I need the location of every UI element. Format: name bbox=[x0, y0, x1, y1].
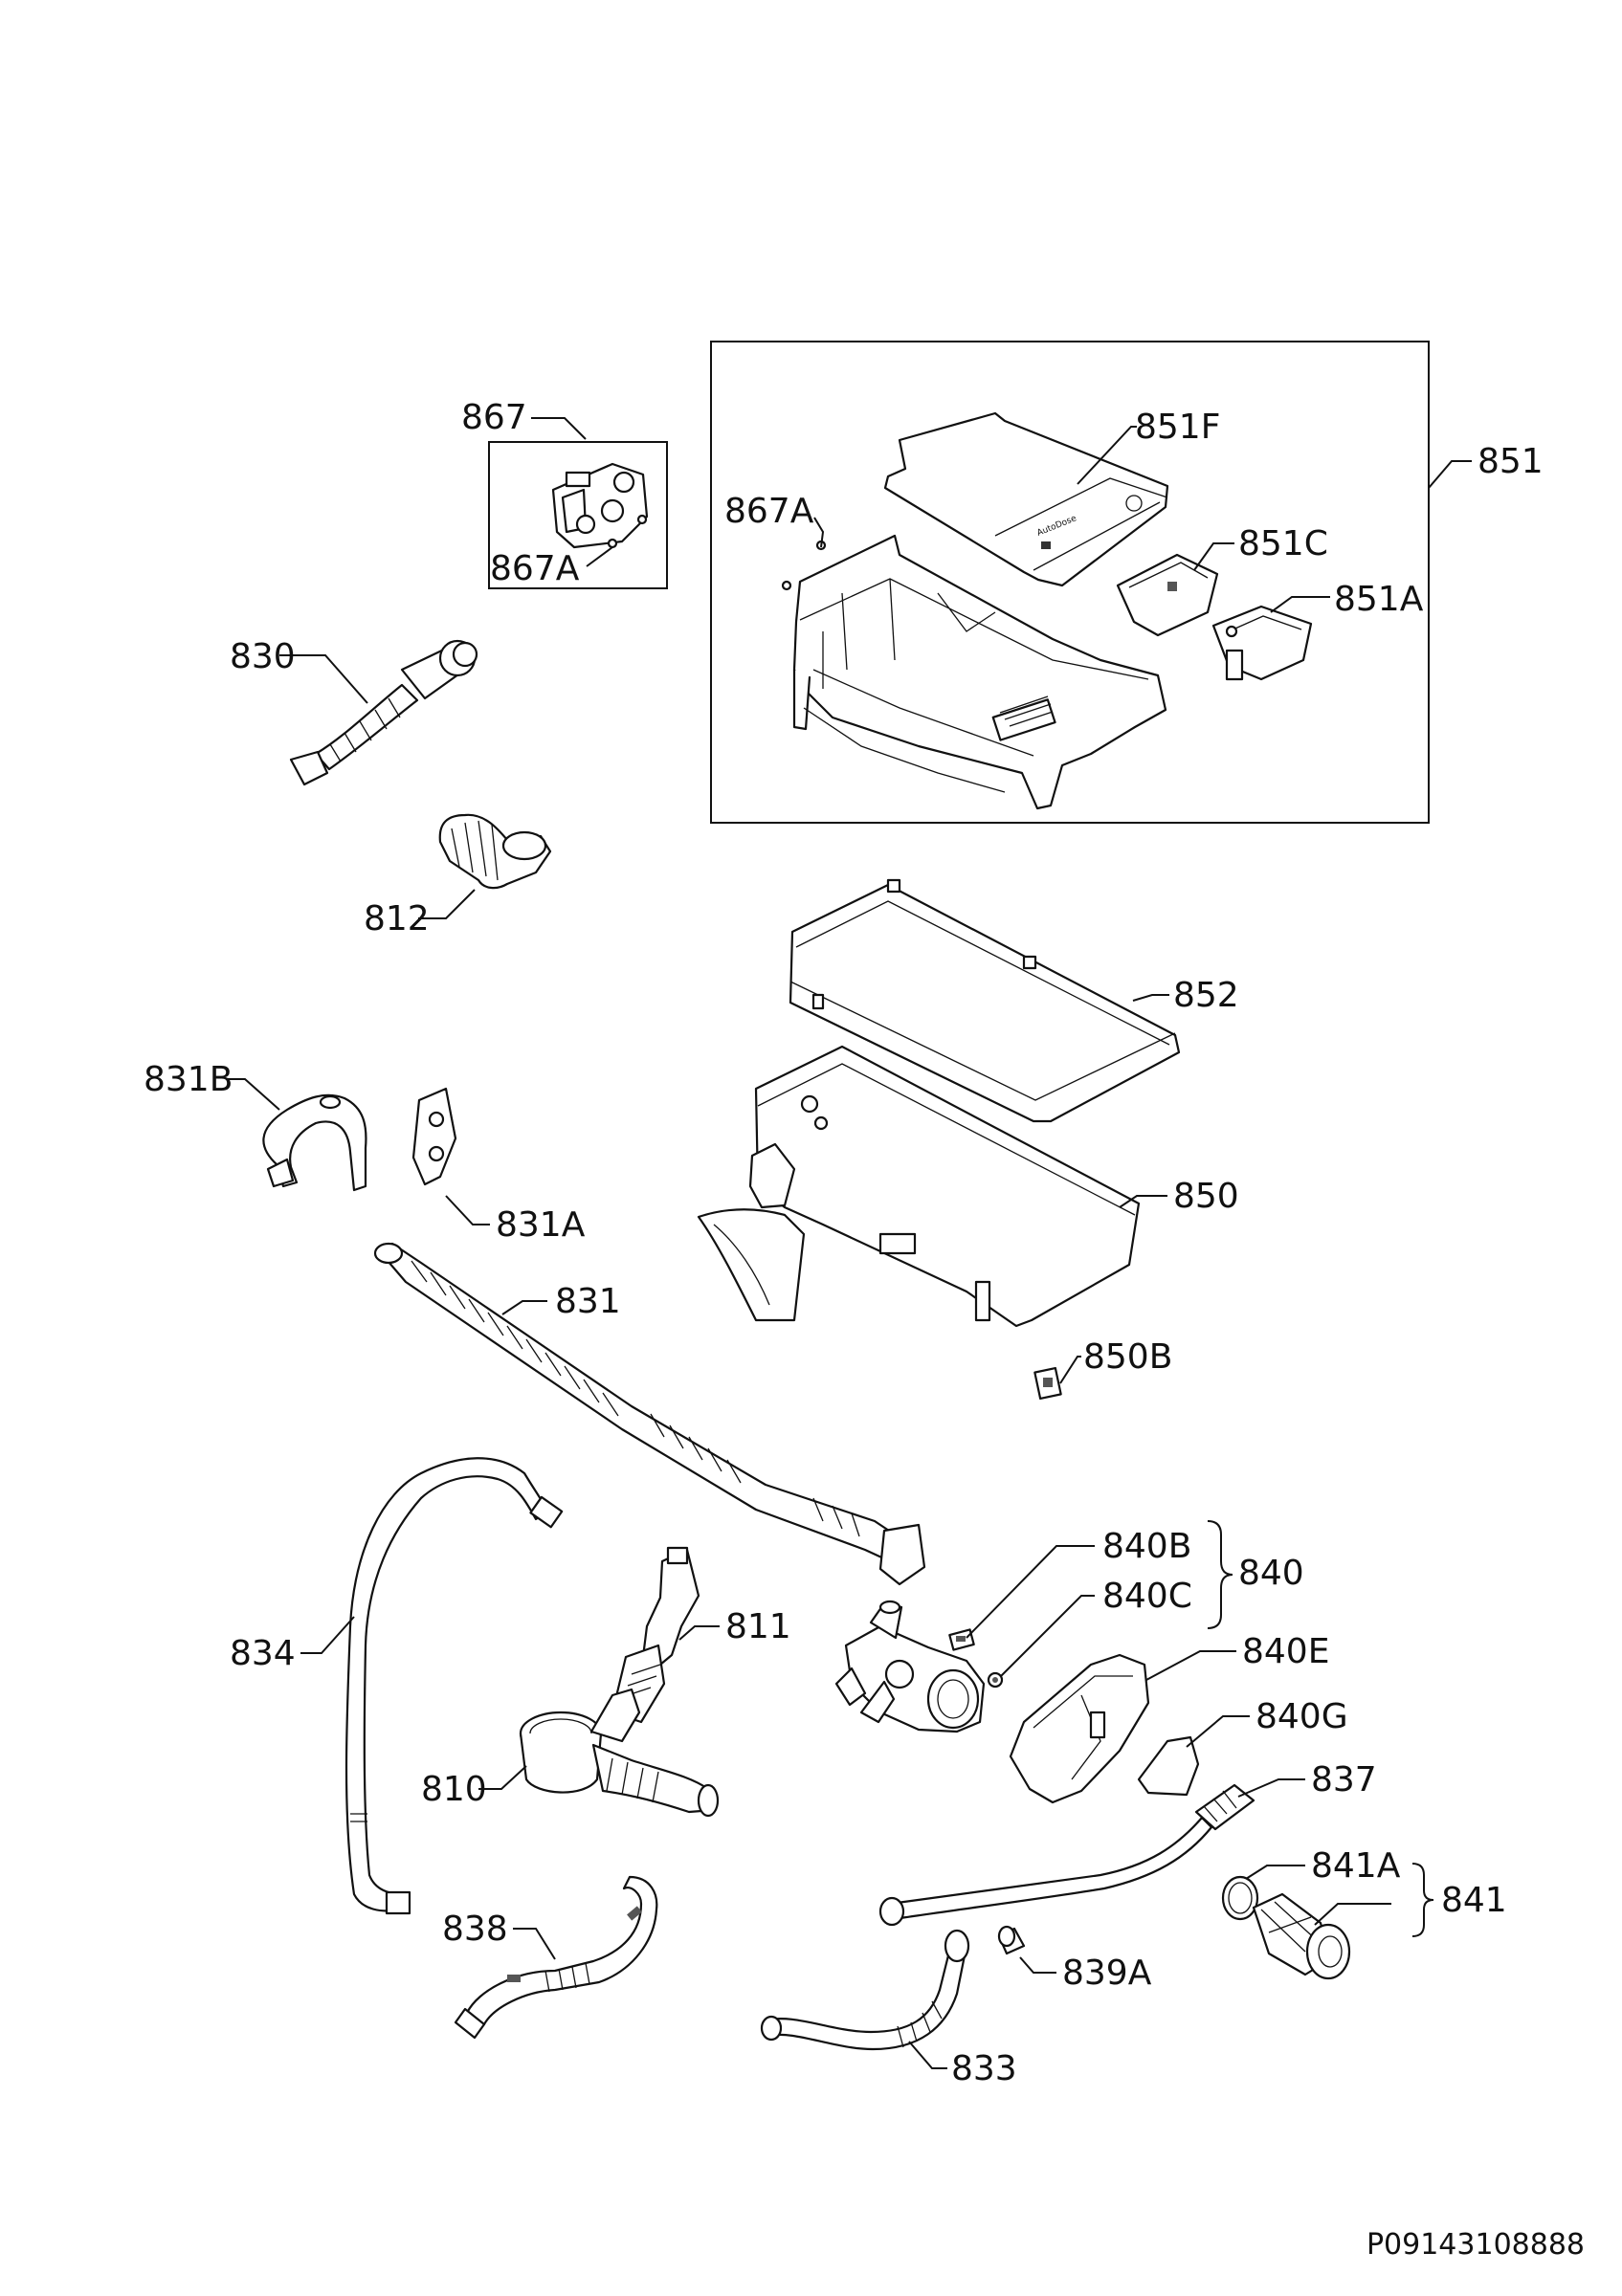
part-841a-seal bbox=[1221, 1875, 1259, 1921]
label-838: 838 bbox=[442, 1910, 508, 1949]
brace-841 bbox=[1411, 1863, 1434, 1937]
label-839a: 839A bbox=[1062, 1954, 1152, 1993]
label-834: 834 bbox=[230, 1634, 296, 1673]
part-834-long-hose bbox=[344, 1457, 564, 1915]
part-830-inlet-hose bbox=[289, 639, 478, 786]
part-833-hose bbox=[760, 1929, 970, 2051]
part-867-valve bbox=[551, 462, 649, 549]
part-812-bellow bbox=[438, 813, 552, 890]
part-851f-lid: AutoDose bbox=[883, 411, 1169, 587]
label-840b: 840B bbox=[1102, 1527, 1191, 1566]
label-831b: 831B bbox=[144, 1060, 233, 1099]
part-841-filter bbox=[1252, 1892, 1351, 1980]
part-850-housing bbox=[697, 1045, 1141, 1328]
label-841a: 841A bbox=[1311, 1846, 1401, 1886]
label-852: 852 bbox=[1173, 976, 1239, 1015]
label-850: 850 bbox=[1173, 1177, 1239, 1216]
label-840c: 840C bbox=[1102, 1577, 1192, 1616]
label-811: 811 bbox=[725, 1607, 791, 1646]
group-frame-851 bbox=[710, 341, 1430, 824]
part-839a-fitting bbox=[997, 1925, 1026, 1955]
part-840-pump bbox=[834, 1600, 986, 1733]
part-810-sump bbox=[519, 1688, 720, 1818]
label-851a: 851A bbox=[1334, 580, 1424, 619]
label-831: 831 bbox=[555, 1282, 621, 1321]
label-840: 840 bbox=[1238, 1554, 1304, 1593]
label-841: 841 bbox=[1441, 1881, 1507, 1920]
part-831-drain-hose bbox=[373, 1242, 926, 1586]
label-810: 810 bbox=[421, 1770, 487, 1809]
group-frame-867 bbox=[488, 441, 668, 589]
part-838-hose bbox=[454, 1875, 658, 2040]
label-867: 867 bbox=[461, 398, 527, 437]
label-831a: 831A bbox=[496, 1205, 586, 1245]
part-852-cover bbox=[789, 878, 1181, 1123]
label-833: 833 bbox=[951, 2049, 1017, 2088]
label-840e: 840E bbox=[1242, 1632, 1329, 1671]
label-837: 837 bbox=[1311, 1760, 1377, 1799]
label-851f: 851F bbox=[1135, 408, 1220, 447]
part-851c-cup bbox=[1116, 553, 1219, 637]
part-851a-cup bbox=[1211, 605, 1313, 681]
label-812: 812 bbox=[364, 899, 430, 938]
part-840g-flap bbox=[1137, 1735, 1200, 1797]
part-831b-hose-guide bbox=[262, 1093, 367, 1192]
drawing-code: P09143108888 bbox=[1366, 2228, 1585, 2262]
label-840g: 840G bbox=[1255, 1697, 1348, 1736]
label-867a-drawer: 867A bbox=[724, 492, 814, 531]
part-840b-switch bbox=[948, 1628, 975, 1651]
label-850b: 850B bbox=[1083, 1337, 1172, 1377]
part-850b-clip bbox=[1033, 1366, 1062, 1401]
part-837-hose bbox=[878, 1783, 1255, 1927]
label-830: 830 bbox=[230, 637, 296, 676]
part-831a-bracket bbox=[411, 1087, 457, 1186]
part-840c-seal bbox=[987, 1671, 1004, 1689]
label-851c: 851C bbox=[1238, 524, 1328, 563]
label-851: 851 bbox=[1478, 442, 1544, 481]
brace-840 bbox=[1207, 1520, 1233, 1629]
label-867a-valve: 867A bbox=[490, 549, 580, 588]
part-851-drawer-body bbox=[781, 534, 1167, 810]
part-840e-cover bbox=[1009, 1653, 1150, 1804]
